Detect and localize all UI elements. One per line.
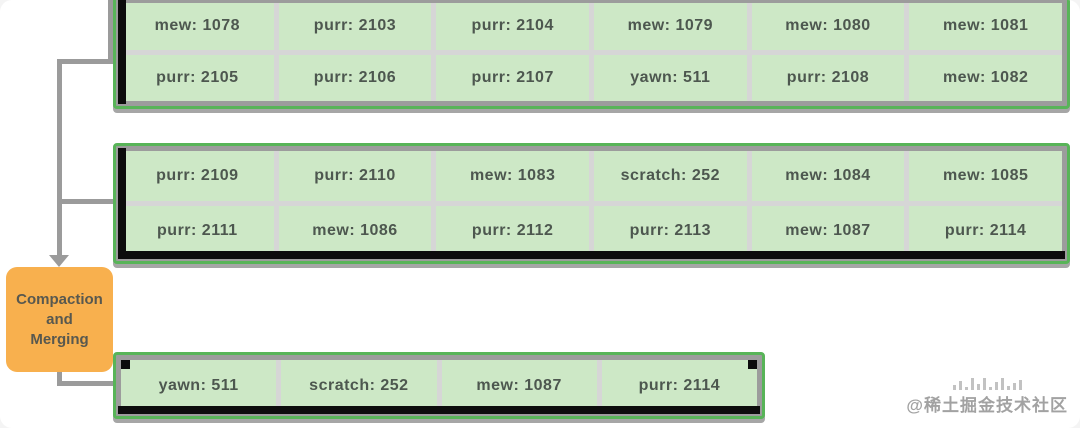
kv-entry: purr: 2106 [278,54,432,101]
kv-entry: mew: 1078 [121,3,274,50]
handle-top-left [121,360,130,369]
waveform-bar [988,387,992,390]
kv-entry: purr: 2111 [121,206,274,256]
kv-entry: purr: 2114 [601,360,757,411]
kv-entry: mew: 1079 [594,3,747,50]
waveform-bar [1018,380,1022,390]
watermark: @稀土掘金技术社区 [906,377,1068,416]
kv-entry: yawn: 511 [121,360,277,411]
kv-entry: purr: 2112 [436,206,589,256]
kv-entry: mew: 1087 [441,360,597,411]
kv-entry: yawn: 511 [594,54,747,101]
waveform-bar [964,387,968,390]
waveform-bar [1006,386,1010,390]
waveform-bar [994,382,998,390]
connector-output-horizontal [57,381,115,386]
node-label-line: Merging [30,330,89,348]
sstable-2-bottom-bar [118,251,1065,259]
sstable-1-left-bar [118,0,126,104]
waveform-bar [970,378,974,390]
kv-entry: purr: 2113 [594,206,747,256]
kv-entry: mew: 1082 [909,54,1062,101]
kv-entry: purr: 2110 [278,151,432,201]
connector-main-vertical [57,59,62,257]
kv-entry: purr: 2108 [751,54,905,101]
connector-top-stub [108,0,113,63]
handle-top-right [748,360,757,369]
connector-output-vertical [57,370,62,385]
waveform-icon [906,377,1068,390]
waveform-bar [1000,378,1004,390]
sstable-2-left-bar [118,148,126,259]
waveform-bar [982,378,986,390]
kv-entry: scratch: 252 [281,360,437,411]
kv-entry: purr: 2103 [278,3,432,50]
kv-entry: scratch: 252 [594,151,747,201]
kv-entry: mew: 1084 [751,151,905,201]
kv-entry: mew: 1085 [909,151,1062,201]
kv-entry: mew: 1086 [278,206,432,256]
waveform-bar [976,384,980,390]
kv-entry: mew: 1083 [436,151,589,201]
node-label-line: and [46,310,73,328]
kv-entry: purr: 2105 [121,54,274,101]
kv-entry: mew: 1080 [751,3,905,50]
kv-entry: purr: 2104 [436,3,589,50]
kv-entry: mew: 1081 [909,3,1062,50]
kv-entry: purr: 2114 [909,206,1062,256]
waveform-bar [958,381,962,390]
waveform-bar [952,385,956,390]
kv-entry: mew: 1087 [751,206,905,256]
watermark-text: @稀土掘金技术社区 [906,396,1068,415]
connector-sstable1-branch [57,59,114,64]
kv-entry: purr: 2109 [121,151,274,201]
sstable-merged-bottom-bar [118,406,760,414]
waveform-bar [1012,383,1016,390]
kv-entry: purr: 2107 [436,54,589,101]
connector-sstable2-branch [57,199,115,204]
arrow-down-icon [49,255,69,267]
node-label-line: Compaction [16,290,103,308]
